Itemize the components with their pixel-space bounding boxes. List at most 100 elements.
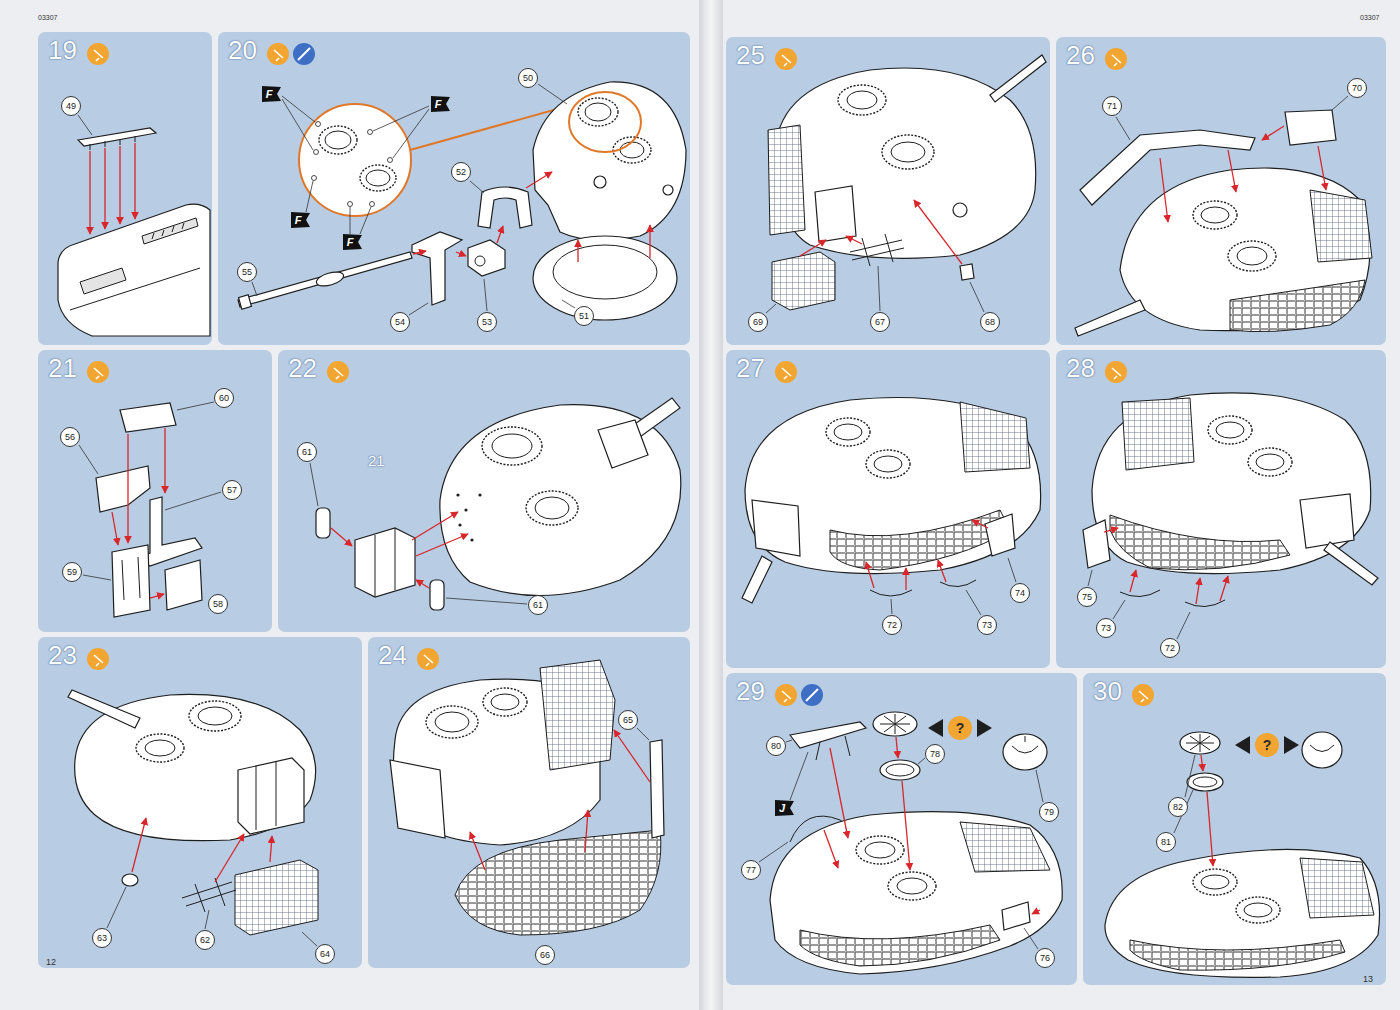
part-49 — [78, 128, 156, 146]
leader-line — [79, 445, 98, 474]
step-23-art — [68, 690, 318, 946]
hatch-ring — [360, 165, 396, 191]
step-24-art — [390, 660, 664, 935]
assembly-arrow — [164, 428, 165, 493]
assembly-arrow — [1032, 910, 1040, 914]
glue-icon — [775, 361, 797, 383]
hole — [368, 130, 373, 135]
part-81 — [1187, 773, 1223, 791]
leader-line — [470, 181, 484, 193]
fitting — [663, 185, 673, 195]
assembly-arrow — [830, 748, 848, 838]
side-box-lines — [256, 762, 276, 830]
stowage-basket — [540, 660, 615, 770]
armor-tiles — [800, 925, 1000, 966]
step-20-art — [238, 82, 686, 320]
glue-mark — [1112, 368, 1121, 379]
part-number: 49 — [66, 102, 76, 111]
assembly-arrow — [1160, 158, 1168, 222]
glue-icon — [87, 43, 109, 65]
step-27-art — [742, 398, 1041, 616]
hole — [470, 538, 473, 541]
side-box — [390, 760, 445, 838]
hatch — [897, 878, 927, 894]
part-72 — [1185, 600, 1225, 607]
callout-circle: 64 — [315, 944, 335, 964]
hatch — [1244, 903, 1272, 917]
hatch-ring — [882, 135, 934, 169]
gun-barrel — [990, 55, 1046, 102]
detail-circle — [299, 104, 411, 216]
hatch — [874, 456, 902, 472]
hatch — [491, 694, 519, 710]
alternative-marker: ? — [928, 716, 992, 740]
part-number: 76 — [1040, 954, 1050, 963]
leader-line — [252, 282, 257, 296]
left-arrow — [1235, 736, 1250, 754]
callout-circle: 49 — [61, 96, 81, 116]
part-61 — [430, 580, 444, 610]
leader-line — [766, 304, 776, 313]
callout-circle: 71 — [1102, 96, 1122, 116]
flag-leader — [350, 207, 371, 234]
assembly-arrow — [896, 737, 898, 758]
part-number: 67 — [875, 318, 885, 327]
stowage-basket — [960, 402, 1030, 472]
hull-deck — [58, 204, 210, 336]
callout-circle: 62 — [195, 930, 215, 950]
leader-line — [310, 463, 318, 506]
callout-circle: 60 — [214, 388, 234, 408]
part-number: 75 — [1082, 593, 1092, 602]
leader-line — [786, 740, 792, 742]
glue-icon — [1105, 48, 1127, 70]
hatch — [585, 103, 611, 121]
hatch-ring — [888, 872, 936, 900]
side-box — [238, 758, 304, 834]
assembly-arrow — [412, 512, 458, 540]
hole — [312, 176, 317, 181]
side-box — [752, 500, 800, 556]
assembly-arrow — [1207, 792, 1213, 866]
part-58 — [165, 560, 202, 610]
hull-line — [70, 268, 200, 310]
assembly-arrow — [585, 810, 588, 852]
part-54 — [412, 232, 462, 305]
leader-line — [1008, 558, 1016, 582]
assembly-arrow — [902, 781, 910, 870]
part-59 — [112, 545, 150, 617]
flag-marker: J — [775, 800, 794, 816]
part-68 — [960, 264, 974, 280]
flag-outline — [262, 86, 281, 102]
assembly-arrow — [614, 730, 650, 782]
turret-body — [1105, 849, 1380, 977]
part-50 — [533, 82, 686, 240]
step-panel: 267170 — [1056, 37, 1386, 345]
leader-line — [1088, 570, 1092, 586]
step-number: 29 — [736, 678, 765, 704]
flag-letter: F — [347, 237, 358, 248]
callout-circle: 72 — [1160, 638, 1180, 658]
assembly-arrow — [577, 240, 578, 262]
assembly-arrow — [416, 534, 468, 556]
assembly-21 — [355, 528, 415, 597]
side-box — [1300, 494, 1354, 548]
callout-circle: 77 — [741, 860, 761, 880]
question-circle — [1255, 733, 1279, 757]
part-number: 72 — [887, 621, 897, 630]
callout-circle: 61 — [528, 595, 548, 615]
assembly-arrow — [914, 200, 962, 264]
assembly-arrow — [1318, 146, 1326, 190]
assembly-arrow — [127, 434, 128, 543]
glue-icon — [1105, 361, 1127, 383]
alternative-marker: ? — [1235, 733, 1299, 757]
flag-marker: F — [343, 234, 362, 250]
assembly-arrow — [846, 236, 862, 244]
step-panel: 23636264 — [38, 637, 362, 968]
part-number: 53 — [482, 318, 492, 327]
glue-icon — [775, 684, 797, 706]
part-49-tabs — [90, 136, 135, 150]
leader-line — [970, 282, 984, 312]
part-number: 63 — [97, 934, 107, 943]
holes — [456, 493, 481, 541]
part-76 — [1002, 902, 1030, 930]
